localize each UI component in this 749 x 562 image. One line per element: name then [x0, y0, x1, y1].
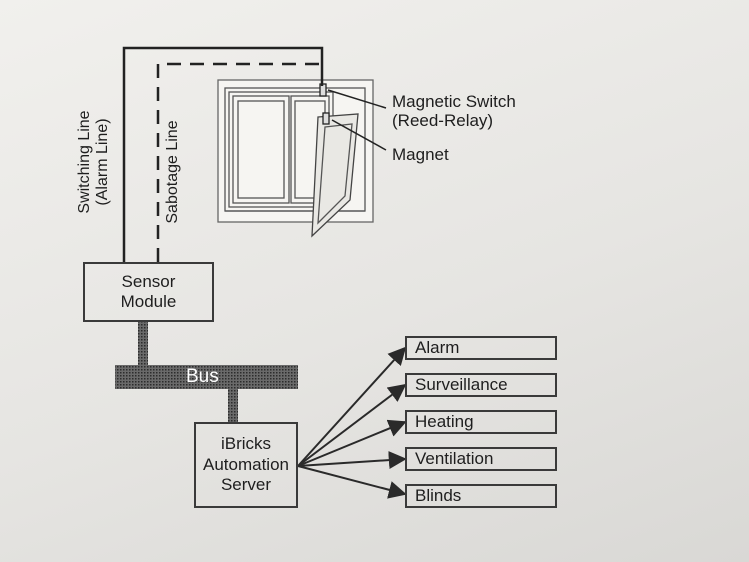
- sabotage-line-label: Sabotage Line: [164, 120, 181, 224]
- output-arrows: [297, 346, 407, 499]
- server-line-1: iBricks: [220, 434, 272, 454]
- switching-line-label: Switching Line (Alarm Line): [76, 92, 112, 232]
- output-blinds: Blinds: [405, 484, 557, 508]
- magnetic-switch-text: Magnetic Switch: [392, 92, 516, 111]
- sensor-bus-connector: [138, 321, 148, 366]
- server-line-3: Server: [220, 475, 272, 495]
- alarm-line-text: (Alarm Line): [93, 118, 111, 206]
- arrow-to-alarm: [297, 346, 407, 467]
- arrow-to-heating: [297, 419, 407, 467]
- arrow-to-blinds: [297, 465, 407, 499]
- arrow-to-surveillance: [297, 383, 407, 467]
- magnet-callout: [331, 119, 387, 151]
- sensor-module-line-1: Sensor: [121, 271, 176, 291]
- switching-line-text: Switching Line: [76, 110, 93, 214]
- server-line-2: Automation: [203, 454, 289, 474]
- output-ventilation: Ventilation: [405, 447, 557, 471]
- window-illustration: [217, 79, 374, 238]
- sensor-module-box: Sensor Module: [83, 262, 214, 322]
- magnetic-switch-label: Magnetic Switch (Reed-Relay): [392, 92, 516, 130]
- automation-server-box: iBricks Automation Server: [194, 422, 298, 508]
- magnetic-switch-callout: [327, 89, 387, 109]
- bus-label: Bus: [186, 366, 219, 387]
- arrow-to-ventilation: [297, 451, 407, 470]
- output-heating: Heating: [405, 410, 557, 434]
- output-surveillance: Surveillance: [405, 373, 557, 397]
- output-alarm: Alarm: [405, 336, 557, 360]
- sabotage-line: [156, 62, 322, 262]
- reed-relay-text: (Reed-Relay): [392, 111, 494, 131]
- server-bus-connector: [228, 389, 238, 423]
- sensor-module-line-2: Module: [120, 292, 177, 311]
- bus-bar: [115, 365, 298, 389]
- magnet-label: Magnet: [392, 145, 449, 164]
- switching-line: [122, 46, 324, 262]
